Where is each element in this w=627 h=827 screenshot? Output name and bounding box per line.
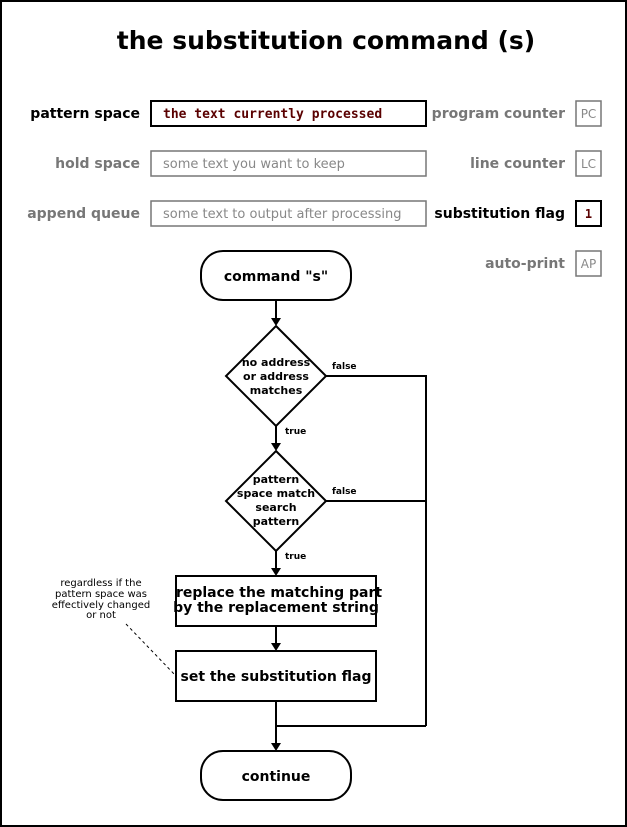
substitution-flag-value: 1 xyxy=(585,207,592,221)
program-counter-box xyxy=(575,100,602,127)
end-terminator xyxy=(200,750,352,801)
decision1-line2: or address xyxy=(243,370,309,383)
arrowhead-replace xyxy=(271,568,281,576)
program-counter-label: program counter xyxy=(432,106,565,122)
substitution-flag-box xyxy=(575,200,602,227)
note-line2: pattern space was xyxy=(55,589,147,600)
line-counter-box xyxy=(575,150,602,177)
pattern-space-box xyxy=(150,100,427,127)
hold-space-label: hold space xyxy=(55,156,140,172)
note-line3: effectively changed xyxy=(52,600,151,611)
start-label: command "s" xyxy=(224,269,328,285)
append-queue-value: some text to output after processing xyxy=(163,207,401,222)
note-line4: or not xyxy=(86,610,116,621)
replace-line2: by the replacement string xyxy=(173,600,379,616)
note-connector xyxy=(125,623,177,677)
replace-line1: replace the matching part xyxy=(176,585,382,601)
hold-space-box xyxy=(150,150,427,177)
line-counter-value: LC xyxy=(581,157,596,171)
decision2-false-label: false xyxy=(332,487,357,497)
decision1-false-label: false xyxy=(332,362,357,372)
decision2-line1: pattern xyxy=(253,473,300,486)
end-label: continue xyxy=(242,769,311,785)
program-counter-value: PC xyxy=(581,107,597,121)
arrowhead-decision1 xyxy=(271,318,281,326)
set-flag-label: set the substitution flag xyxy=(180,669,371,685)
set-flag-process-box xyxy=(175,650,377,702)
auto-print-label: auto-print xyxy=(485,256,565,272)
line-counter-label: line counter xyxy=(470,156,565,172)
decision2-line2: space match xyxy=(237,487,315,500)
page-title: the substitution command (s) xyxy=(117,26,535,55)
append-queue-box xyxy=(150,200,427,227)
decision2-line4: pattern xyxy=(253,515,300,528)
decision2-line3: search xyxy=(255,501,296,514)
decision2-true-label: true xyxy=(285,552,306,562)
pattern-space-value: the text currently processed xyxy=(163,107,382,122)
hold-space-value: some text you want to keep xyxy=(163,157,345,172)
replace-process-box xyxy=(175,575,377,627)
decision1-line1: no address xyxy=(242,356,311,369)
auto-print-value: AP xyxy=(581,257,596,271)
edge-decision1-false xyxy=(326,375,427,726)
pattern-space-label: pattern space xyxy=(30,106,140,122)
arrowhead-setflag xyxy=(271,643,281,651)
append-queue-label: append queue xyxy=(27,206,140,222)
auto-print-box xyxy=(575,250,602,277)
decision1-true-label: true xyxy=(285,427,306,437)
arrowhead-end xyxy=(271,743,281,751)
note-line1: regardless if the xyxy=(60,578,141,589)
arrowhead-decision2 xyxy=(271,443,281,451)
substitution-flag-label: substitution flag xyxy=(434,206,565,222)
decision1-line3: matches xyxy=(250,384,303,397)
